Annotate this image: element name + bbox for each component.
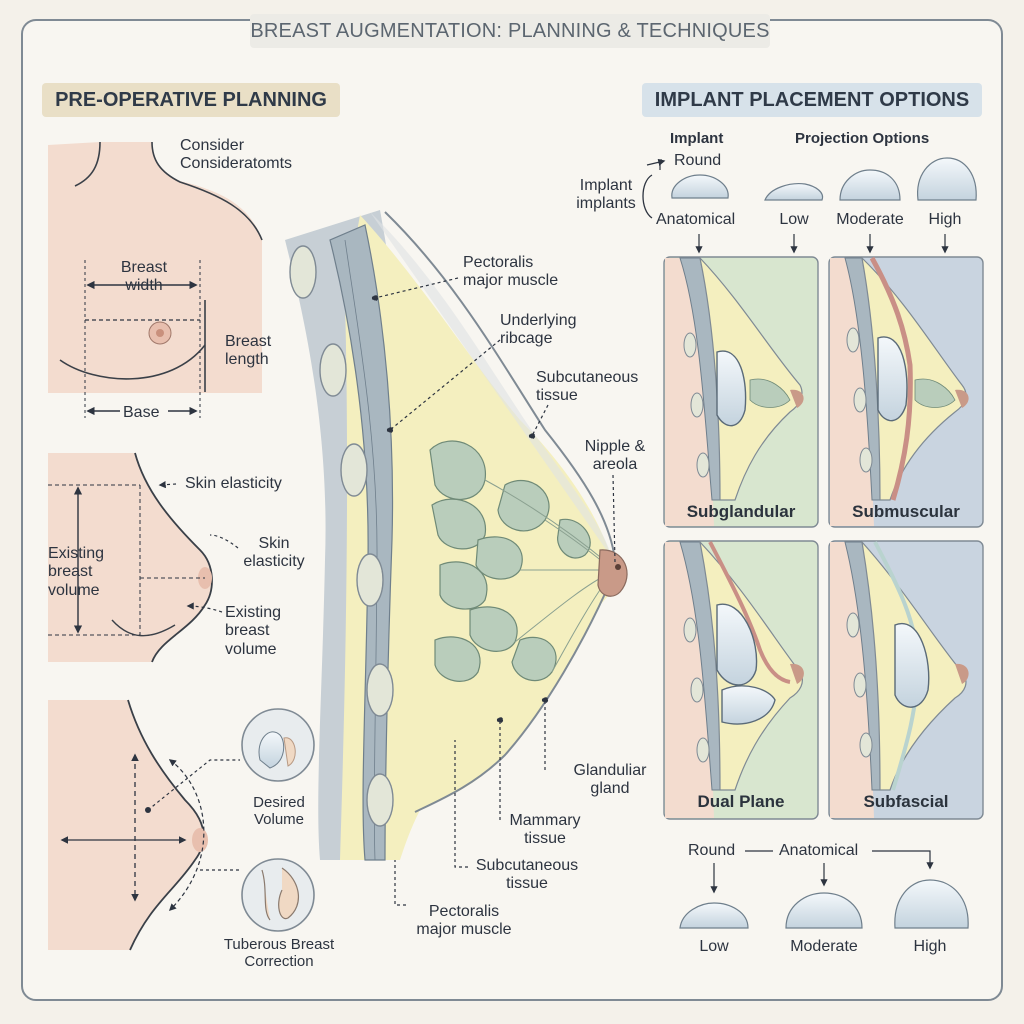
glandular-label: Glanduliar gland bbox=[573, 762, 647, 798]
panel-label-dual-plane: Dual Plane bbox=[697, 792, 785, 811]
pre-op-heading: PRE-OPERATIVE PLANNING bbox=[42, 83, 340, 117]
skin-elasticity-label-2: Skin elasticity bbox=[243, 535, 305, 571]
side-profile-figure bbox=[48, 452, 239, 663]
chest-front-figure bbox=[48, 141, 263, 418]
main-title: BREAST AUGMENTATION: PLANNING & TECHNIQU… bbox=[250, 14, 770, 48]
breast-width-label: Breast width bbox=[120, 259, 168, 295]
bottom-round-label: Round bbox=[688, 842, 736, 859]
existing-volume-label-1: Existing breast volume bbox=[48, 545, 105, 599]
placement-heading: IMPLANT PLACEMENT OPTIONS bbox=[642, 83, 982, 117]
bottom-projection-row bbox=[679, 850, 969, 929]
round-label: Round bbox=[674, 152, 722, 169]
anatomical-label: Anatomical bbox=[656, 211, 736, 228]
desired-volume-figure bbox=[48, 699, 315, 951]
projection-column-heading: Projection Options bbox=[795, 130, 930, 147]
existing-volume-label-2: Existing breast volume bbox=[225, 604, 282, 658]
placement-panels bbox=[663, 256, 984, 820]
panel-label-subfascial: Subfascial bbox=[863, 792, 949, 811]
pectoralis-label-bottom: Pectoralis major muscle bbox=[416, 903, 512, 939]
projection-moderate-label: Moderate bbox=[836, 211, 904, 228]
desired-volume-label: Desired Volume bbox=[253, 794, 305, 829]
projection-low-label: Low bbox=[779, 211, 809, 228]
projection-high-label: High bbox=[928, 211, 962, 228]
skin-elasticity-label-1: Skin elasticity bbox=[185, 475, 282, 492]
center-leader-lines bbox=[371, 277, 616, 906]
bottom-anatomical-label: Anatomical bbox=[779, 842, 859, 859]
implant-shapes-row bbox=[642, 157, 977, 254]
breast-length-label: Breast length bbox=[225, 333, 272, 369]
nipple-label: Nipple & areola bbox=[584, 438, 646, 474]
panel-label-subglandular: Subglandular bbox=[686, 502, 796, 521]
base-label: Base bbox=[123, 404, 160, 421]
pectoralis-label-top: Pectoralis major muscle bbox=[463, 254, 559, 290]
panel-label-submuscular: Submuscular bbox=[852, 502, 960, 521]
consider-label: Consider Consideratomts bbox=[180, 137, 293, 173]
ribcage-label: Underlying ribcage bbox=[500, 312, 577, 348]
subcutaneous-label-top: Subcutaneous tissue bbox=[536, 369, 639, 405]
tuberous-label: Tuberous Breast Correction bbox=[223, 936, 335, 971]
implant-column-heading: Implant bbox=[670, 130, 724, 147]
bottom-high-label: High bbox=[913, 938, 947, 955]
bottom-low-label: Low bbox=[699, 938, 729, 955]
subcutaneous-label-bottom: Subcutaneous tissue bbox=[475, 857, 579, 893]
mammary-label: Mammary tissue bbox=[509, 812, 581, 848]
implant-implants-label: Implant implants bbox=[576, 177, 636, 213]
bottom-moderate-label: Moderate bbox=[790, 938, 858, 955]
